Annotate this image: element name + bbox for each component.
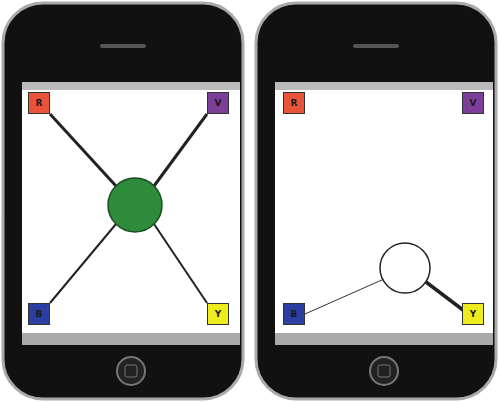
square-letter: B (36, 310, 43, 319)
square-letter: R (36, 99, 43, 108)
color-square: B (283, 303, 305, 325)
square-letter: V (470, 99, 477, 108)
color-square: V (462, 92, 484, 114)
square-letter: Y (470, 310, 477, 319)
square-letter: B (291, 310, 298, 319)
color-square: R (283, 92, 305, 114)
square-letter: R (291, 99, 298, 108)
color-square: B (28, 303, 50, 325)
color-square: Y (207, 303, 229, 325)
color-square: R (28, 92, 50, 114)
left-phone (3, 3, 243, 399)
square-letter: Y (215, 310, 222, 319)
square-letter: V (215, 99, 222, 108)
color-square: Y (462, 303, 484, 325)
right-phone (256, 3, 496, 399)
color-square: V (207, 92, 229, 114)
